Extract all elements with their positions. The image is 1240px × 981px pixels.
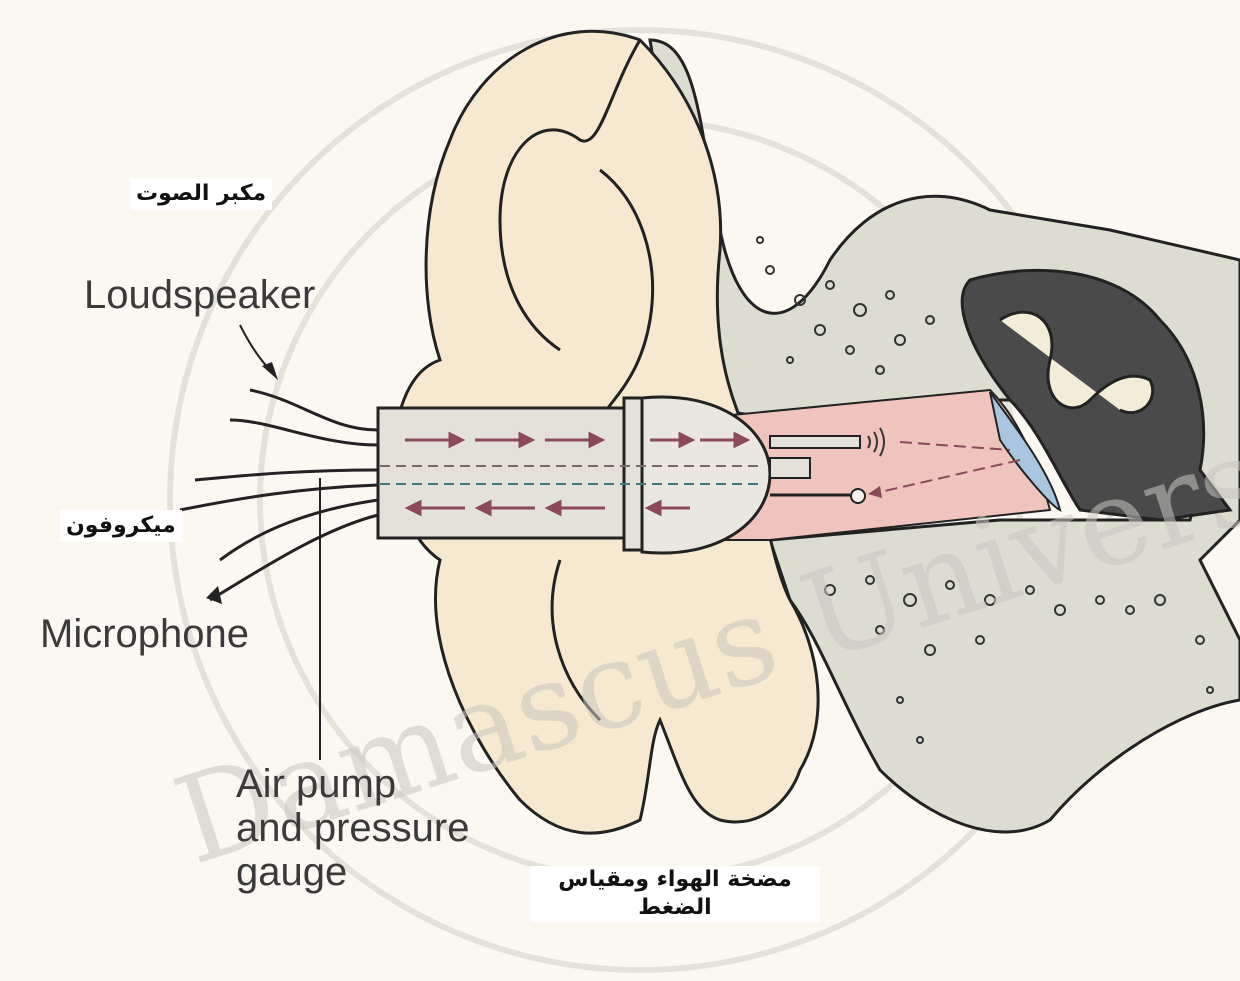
- probe-speaker-tube: [770, 436, 860, 448]
- microphone-label: Microphone: [40, 612, 249, 656]
- probe-collar: [624, 398, 642, 550]
- airpump-label-line1: Air pump: [236, 762, 469, 806]
- airpump-label: Air pump and pressure gauge: [236, 762, 469, 894]
- airpump-label-ar-line2: الضغط: [530, 894, 820, 922]
- probe-mic-port: [851, 489, 865, 503]
- airpump-label-line2: and pressure: [236, 806, 469, 850]
- probe-cylinder: [378, 408, 628, 538]
- airpump-label-ar-line1: مضخة الهواء ومقياس: [530, 866, 820, 894]
- microphone-arrowhead: [206, 586, 222, 604]
- microphone-label-ar: ميكروفون: [60, 510, 182, 542]
- loudspeaker-label: Loudspeaker: [84, 273, 315, 317]
- cables: [180, 390, 378, 600]
- airpump-label-line3: gauge: [236, 850, 469, 894]
- loudspeaker-label-ar: مكبر الصوت: [130, 178, 272, 210]
- probe-pump-tube: [770, 458, 810, 478]
- airpump-label-ar: مضخة الهواء ومقياس الضغط: [530, 866, 820, 922]
